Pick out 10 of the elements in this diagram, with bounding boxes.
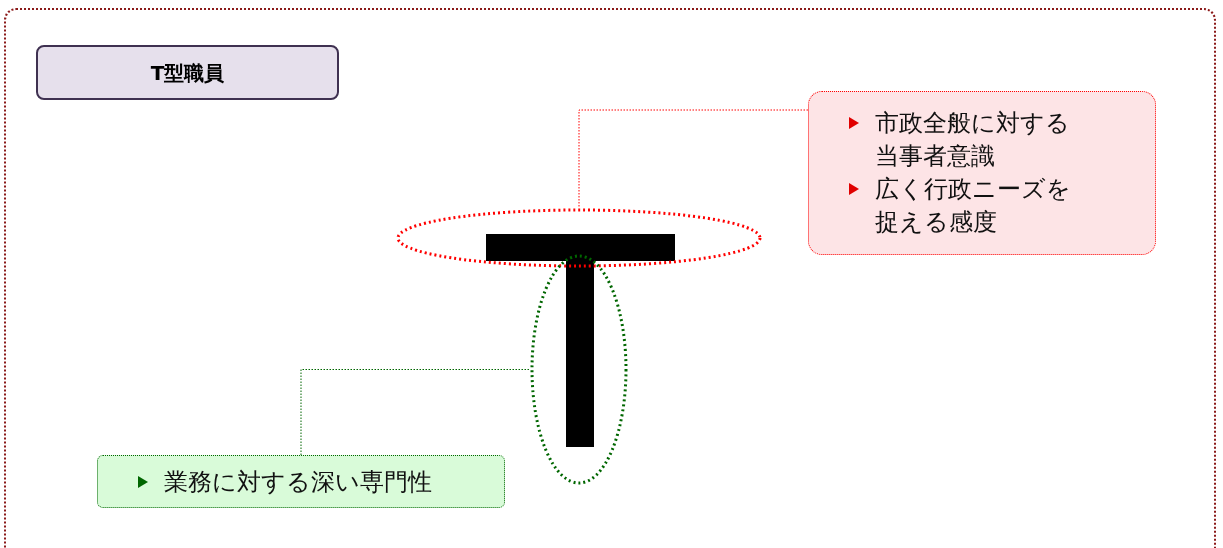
callout-box (808, 91, 1156, 255)
bullet-text: 業務に対する深い専門性 (164, 467, 432, 497)
leader-line (578, 109, 809, 209)
dotted-ellipse (396, 208, 762, 268)
dotted-ellipse (530, 254, 628, 485)
bullet-text: 市政全般に対する当事者意識 (875, 109, 1071, 171)
callout-box (97, 455, 505, 508)
bullet-text: 広く行政ニーズを捉える感度 (875, 175, 1072, 237)
leader-line (300, 369, 531, 456)
title-box: T型職員 (36, 45, 339, 100)
